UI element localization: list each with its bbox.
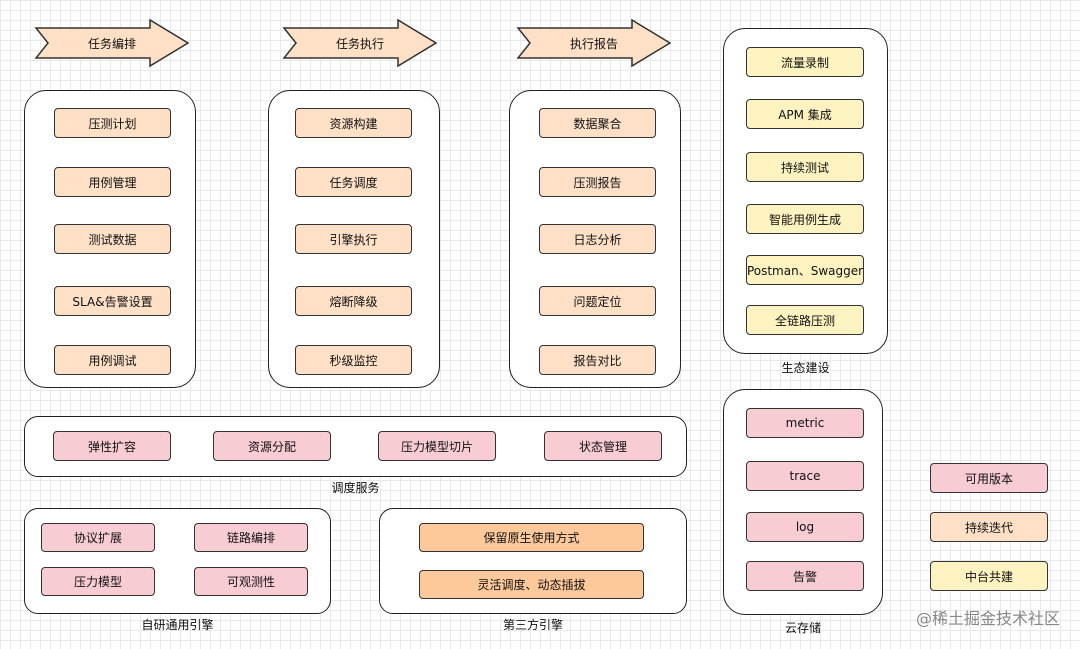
- item-load-model-sharding: 压力模型切片: [378, 431, 496, 461]
- item-link-orchestration: 链路编排: [194, 523, 308, 552]
- item-resource-build: 资源构建: [295, 108, 412, 138]
- item-smart-case-generation: 智能用例生成: [746, 204, 864, 234]
- item-full-link-load-test: 全链路压测: [746, 305, 864, 335]
- item-test-data: 测试数据: [54, 224, 171, 254]
- item-resource-allocation: 资源分配: [213, 431, 331, 461]
- panel-caption-cloud-storage: 云存储: [784, 621, 821, 635]
- arrow-task-execute: 任务执行: [282, 18, 438, 68]
- item-sla-alert-settings: SLA&告警设置: [54, 286, 171, 316]
- item-problem-locating: 问题定位: [539, 286, 656, 316]
- item-engine-execution: 引擎执行: [295, 224, 412, 254]
- item-second-monitoring: 秒级监控: [295, 345, 412, 375]
- arrow-shape: [34, 18, 190, 68]
- item-case-management: 用例管理: [54, 167, 171, 197]
- watermark: @稀土掘金技术社区: [915, 609, 1060, 628]
- legend-platform-co-build: 中台共建: [930, 561, 1048, 591]
- arrow-label: 执行报告: [569, 36, 618, 51]
- item-apm-integration: APM 集成: [746, 99, 864, 129]
- item-keep-native-usage: 保留原生使用方式: [419, 523, 644, 552]
- item-log: log: [746, 512, 864, 542]
- panel-caption-scheduling: 调度服务: [331, 481, 380, 495]
- item-state-management: 状态管理: [544, 431, 662, 461]
- item-load-report: 压测报告: [539, 167, 656, 197]
- arrow-shape: [516, 18, 672, 68]
- item-circuit-breaking: 熔断降级: [295, 286, 412, 316]
- legend-continuous-iteration: 持续迭代: [930, 512, 1048, 542]
- panel-ecosystem: [723, 28, 888, 354]
- item-postman-swagger: Postman、Swagger: [746, 255, 864, 285]
- item-flexible-scheduling: 灵活调度、动态插拔: [419, 570, 644, 599]
- item-trace: trace: [746, 461, 864, 491]
- item-alert: 告警: [746, 561, 864, 591]
- item-load-model: 压力模型: [41, 567, 155, 596]
- item-traffic-recording: 流量录制: [746, 47, 864, 77]
- arrow-task-orchestrate: 任务编排: [34, 18, 190, 68]
- legend-available-version: 可用版本: [930, 463, 1048, 493]
- arrow-task-report: 执行报告: [516, 18, 672, 68]
- item-log-analysis: 日志分析: [539, 224, 656, 254]
- item-protocol-extension: 协议扩展: [41, 523, 155, 552]
- arrow-label: 任务编排: [87, 36, 136, 51]
- item-load-test-plan: 压测计划: [54, 108, 171, 138]
- panel-caption-self-engine: 自研通用引擎: [141, 618, 214, 632]
- item-observability: 可观测性: [194, 567, 308, 596]
- item-elastic-scaling: 弹性扩容: [53, 431, 171, 461]
- item-continuous-testing: 持续测试: [746, 152, 864, 182]
- item-case-debug: 用例调试: [54, 345, 171, 375]
- arrow-label: 任务执行: [335, 36, 384, 51]
- item-metric: metric: [746, 408, 864, 438]
- item-task-scheduling: 任务调度: [295, 167, 412, 197]
- panel-caption-third-engine: 第三方引擎: [502, 618, 563, 632]
- item-report-compare: 报告对比: [539, 345, 656, 375]
- item-data-aggregation: 数据聚合: [539, 108, 656, 138]
- panel-caption-ecosystem: 生态建设: [781, 361, 830, 375]
- arrow-shape: [282, 18, 438, 68]
